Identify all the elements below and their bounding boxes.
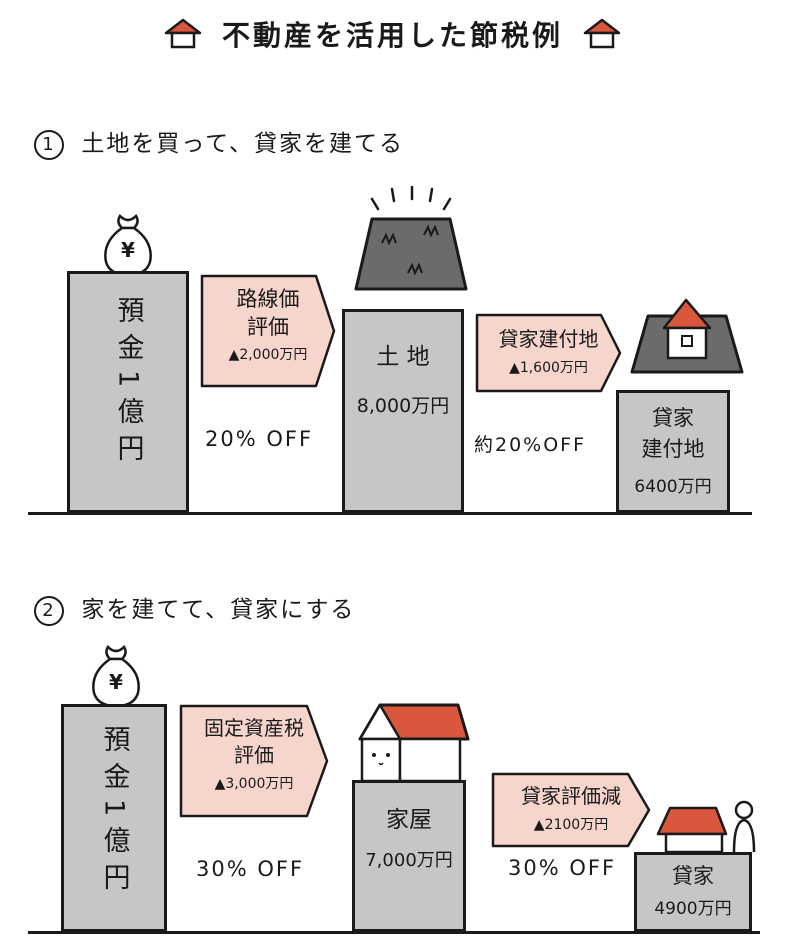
money-bag-icon — [104, 214, 152, 277]
arrow-amount: ▲1,600万円 — [509, 360, 588, 376]
section2-off2: 30% OFF — [508, 856, 617, 880]
arrow-amount: ▲3,000万円 — [214, 776, 294, 792]
house-icon — [164, 18, 202, 49]
rental-house-label: 貸家 — [672, 864, 714, 888]
house-value: 7,000万円 — [365, 850, 453, 871]
section1-heading-text: 土地を買って、貸家を建てる — [81, 131, 405, 157]
house-icon — [583, 18, 620, 49]
land-label: 土 地 — [376, 344, 430, 370]
rental-house-value: 4900万円 — [654, 899, 732, 919]
arrow-amount: ▲2100万円 — [533, 817, 609, 833]
section1-deposit-bar: 預金1億円 — [67, 271, 189, 513]
section1-off1: 20% OFF — [205, 427, 314, 451]
section2-heading: 2 家を建てて、貸家にする — [34, 590, 355, 626]
arrow-outline — [200, 274, 336, 388]
section2-deposit-bar: 預金1億円 — [61, 704, 167, 932]
rental-land-label2: 建付地 — [641, 437, 705, 461]
yen-symbol: ¥ — [121, 238, 135, 262]
arrow-line1: 貸家建付地 — [498, 327, 599, 351]
section2-rental-house-bar: 貸家 4900万円 — [634, 852, 752, 932]
section2-house-bar: 家屋 7,000万円 — [352, 780, 466, 932]
section1-arrow-route-price: 路線価 評価 ▲2,000万円 — [201, 275, 335, 387]
arrow-line1: 貸家評価減 — [521, 784, 621, 808]
arrow-line2: 評価 — [234, 743, 274, 767]
page-title: 不動産を活用した節税例 — [221, 19, 563, 52]
land-value: 8,000万円 — [356, 395, 450, 417]
deposit-label: 預金1億円 — [112, 296, 144, 472]
section2-arrow-fixed-asset: 固定資産税 評価 ▲3,000万円 — [180, 705, 328, 817]
arrow-outline — [475, 313, 622, 393]
house-icon — [358, 703, 470, 783]
yen-symbol: ¥ — [109, 670, 123, 694]
section1-off2: 約20%OFF — [474, 434, 587, 456]
section2-heading-text: 家を建てて、貸家にする — [81, 597, 356, 623]
section2-baseline — [28, 931, 760, 934]
section2-off1: 30% OFF — [196, 857, 305, 881]
section1-baseline — [28, 512, 752, 515]
land-icon — [354, 185, 468, 291]
page-title-row: 不動産を活用した節税例 — [0, 14, 785, 54]
rental-house-icon — [656, 800, 756, 854]
section2-number: 2 — [34, 595, 64, 626]
rental-land-label1: 貸家 — [652, 406, 694, 430]
arrow-outline — [491, 772, 651, 848]
arrow-line1: 路線価 — [236, 287, 300, 311]
section1-land-bar: 土 地 8,000万円 — [342, 309, 464, 513]
section1-number: 1 — [34, 129, 64, 160]
rental-land-value: 6400万円 — [634, 477, 712, 497]
deposit-label: 預金1億円 — [98, 725, 130, 901]
section1-heading: 1 土地を買って、貸家を建てる — [34, 124, 404, 160]
arrow-amount: ▲2,000万円 — [228, 346, 308, 363]
house-label: 家屋 — [386, 807, 432, 833]
arrow-outline — [179, 704, 329, 818]
section1-rental-land-bar: 貸家 建付地 6400万円 — [616, 390, 730, 513]
land-with-house-icon — [630, 298, 744, 374]
arrow-line1: 固定資産税 — [204, 716, 304, 740]
arrow-line2: 評価 — [247, 315, 289, 340]
